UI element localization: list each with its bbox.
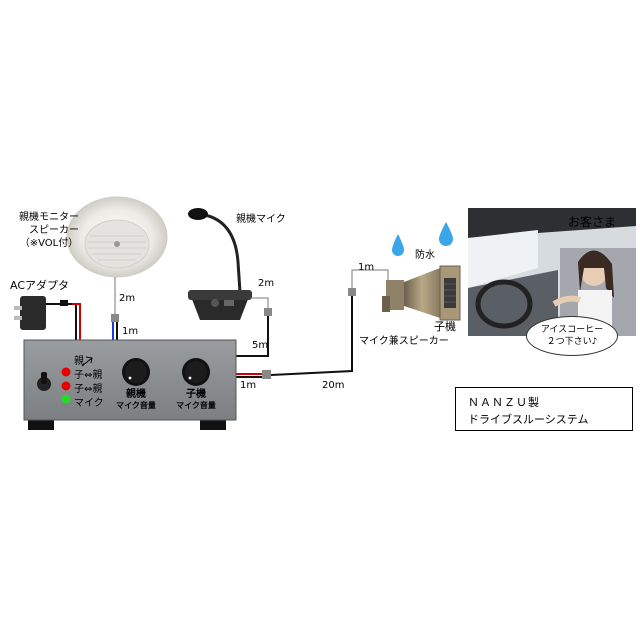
product-name: ドライブスルーシステム xyxy=(468,413,589,426)
horn-speaker xyxy=(382,265,461,321)
cable-child-1m: 1m xyxy=(358,262,375,273)
cable-mic-5m: 5m xyxy=(252,340,269,351)
main-unit xyxy=(23,339,237,430)
knob-parent-label-line-2: マイク音量 xyxy=(116,401,156,410)
waterproof-label: 防水 xyxy=(415,250,435,261)
cables xyxy=(46,269,389,379)
knob-child-label-line-2: マイク音量 xyxy=(176,401,216,410)
cable-speaker-2m: 2m xyxy=(119,293,136,304)
bubble-line-1: アイスコーヒー xyxy=(540,325,604,335)
knob-child-label: 子機 マイク音量 xyxy=(172,389,220,411)
bubble-line-2: ２つ下さい♪ xyxy=(546,337,598,347)
knob-parent-label-line-1: 親機 xyxy=(126,389,146,400)
child-unit-sublabel: マイク兼スピーカー xyxy=(359,336,449,347)
monitor-speaker xyxy=(66,196,168,278)
monitor-speaker-label-line-2: スピーカー xyxy=(29,225,79,236)
product-title-box: ＮＡＮＺＵ製 ドライブスルーシステム xyxy=(455,387,633,431)
product-maker: ＮＡＮＺＵ製 xyxy=(468,396,540,409)
cable-out-20m: 20m xyxy=(322,380,345,391)
cable-speaker-1m: 1m xyxy=(122,326,139,337)
knob-child-label-line-1: 子機 xyxy=(186,389,206,400)
child-unit-label: 子機 xyxy=(434,320,456,333)
desk-microphone xyxy=(188,208,252,320)
ac-adapter-label: ACアダプタ xyxy=(10,279,70,292)
mic-label: 親機マイク xyxy=(236,214,286,225)
water-drop-icon xyxy=(392,222,453,256)
customer-photo xyxy=(468,208,636,336)
monitor-speaker-label: 親機モニター スピーカー （※VOL付） xyxy=(16,211,82,250)
speech-bubble: アイスコーヒー ２つ下さい♪ xyxy=(526,316,618,356)
monitor-speaker-label-line-3: （※VOL付） xyxy=(19,238,79,249)
mode-child-parent-label: 子⇔親 xyxy=(74,370,103,381)
mode-mic-label: マイク xyxy=(74,398,104,409)
monitor-speaker-label-line-1: 親機モニター xyxy=(19,212,79,223)
cable-mic-2m: 2m xyxy=(258,278,275,289)
cable-out-1m: 1m xyxy=(240,380,257,391)
mode-child-parent-label-2: 子⇔親 xyxy=(74,384,103,395)
mode-parent-label: 親 xyxy=(74,356,84,367)
customer-label: お客さま xyxy=(568,215,617,229)
knob-parent-label: 親機 マイク音量 xyxy=(112,389,160,411)
ac-adapter xyxy=(14,296,68,330)
